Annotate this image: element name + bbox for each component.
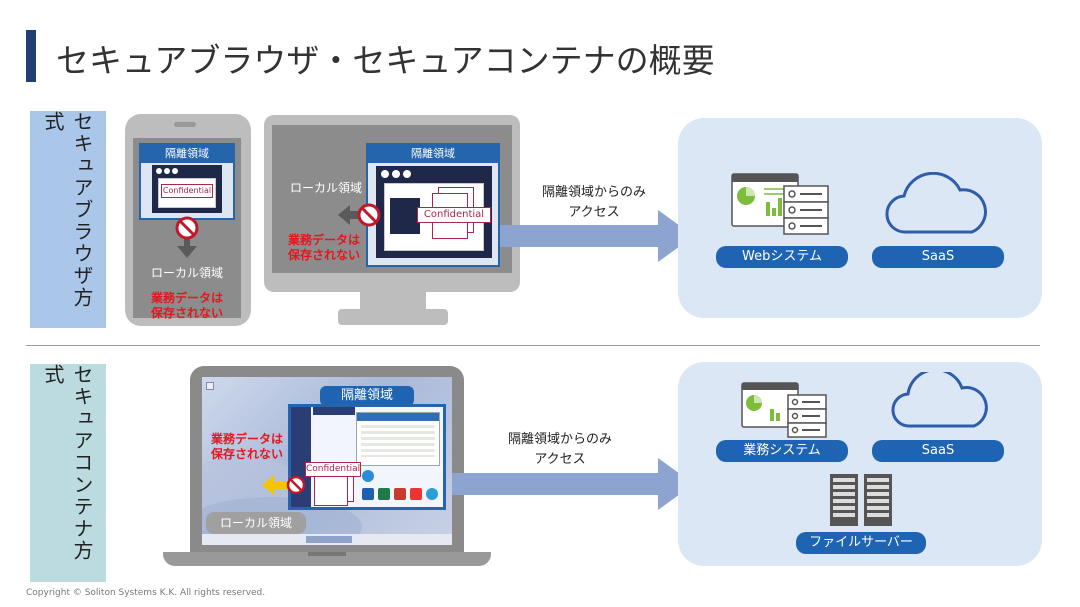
- section-label-secure-browser: セキュアブラウザ方式: [30, 111, 106, 328]
- access-text-1: 隔離領域からのみ アクセス: [541, 185, 646, 220]
- pdf-reader-icon: [410, 488, 422, 500]
- container-header: [313, 407, 355, 415]
- laptop-base: [163, 552, 491, 566]
- phone-confidential-label: Confidential: [161, 184, 213, 198]
- monitor-isolated-area-label: 隔離領域: [368, 145, 498, 163]
- page-title: セキュアブラウザ・セキュアコンテナの概要: [56, 41, 715, 80]
- system-badge-file-server: ファイルサーバー: [796, 532, 926, 554]
- container-app-window: [356, 412, 440, 466]
- laptop-notch: [308, 552, 346, 556]
- section-divider: [26, 345, 1040, 346]
- window-dot-icon: [156, 168, 162, 174]
- document-icon: [314, 476, 348, 506]
- cloud-icon: [885, 172, 987, 234]
- app-window-titlebar: [357, 413, 439, 421]
- access-arrow-1: [500, 210, 694, 262]
- desktop-recycle-icon: [206, 382, 214, 390]
- phone-isolated-area-label: 隔離領域: [141, 145, 233, 163]
- monitor-blocked-arrow: [338, 203, 381, 227]
- mail-app-icon: [362, 488, 374, 500]
- window-dot-icon: [392, 170, 400, 178]
- window-dot-icon: [164, 168, 170, 174]
- access-text-2: 隔離領域からのみ アクセス: [507, 432, 612, 467]
- monitor-window-panel: [390, 198, 420, 234]
- web-server-icon: [731, 173, 829, 235]
- system-badge-web: Webシステム: [716, 246, 848, 268]
- phone-speaker: [174, 122, 196, 127]
- spreadsheet-app-icon: [378, 488, 390, 500]
- phone-local-area-label: ローカル領域: [150, 266, 223, 280]
- monitor-neck: [360, 292, 426, 310]
- laptop-warning-text: 業務データは 保存されない: [210, 432, 283, 461]
- pdf-app-icon: [394, 488, 406, 500]
- app-window-rows: [361, 425, 435, 457]
- access-arrow-2: [452, 458, 694, 510]
- title-accent-bar: [26, 30, 36, 82]
- window-dot-icon: [172, 168, 178, 174]
- copyright-notice: Copyright © Soliton Systems K.K. All rig…: [26, 588, 266, 598]
- window-dot-icon: [381, 170, 389, 178]
- section-label-secure-container: セキュアコンテナ方式: [30, 364, 106, 582]
- system-badge-saas-2: SaaS: [872, 440, 1004, 462]
- cloud-icon: [891, 372, 988, 428]
- window-dot-icon: [403, 170, 411, 178]
- file-server-icon: [830, 474, 892, 526]
- app-icon: [362, 470, 374, 482]
- laptop-blocked-arrow: [262, 475, 306, 495]
- system-badge-business: 業務システム: [716, 440, 848, 462]
- monitor-local-area-label: ローカル領域: [290, 181, 363, 195]
- laptop-local-area-label: ローカル領域: [206, 512, 306, 534]
- phone-warning-text: 業務データは 保存されない: [150, 291, 223, 320]
- system-badge-saas: SaaS: [872, 246, 1004, 268]
- business-server-icon: [741, 382, 827, 438]
- monitor-confidential-label: Confidential: [417, 207, 491, 223]
- edge-browser-icon: [426, 488, 438, 500]
- monitor-base: [338, 309, 448, 325]
- taskbar-icons: [306, 536, 352, 543]
- laptop-isolated-area-label: 隔離領域: [320, 386, 414, 406]
- laptop-confidential-label: Confidential: [305, 462, 361, 477]
- monitor-warning-text: 業務データは 保存されない: [287, 233, 360, 262]
- phone-blocked-download-arrow: [175, 216, 199, 258]
